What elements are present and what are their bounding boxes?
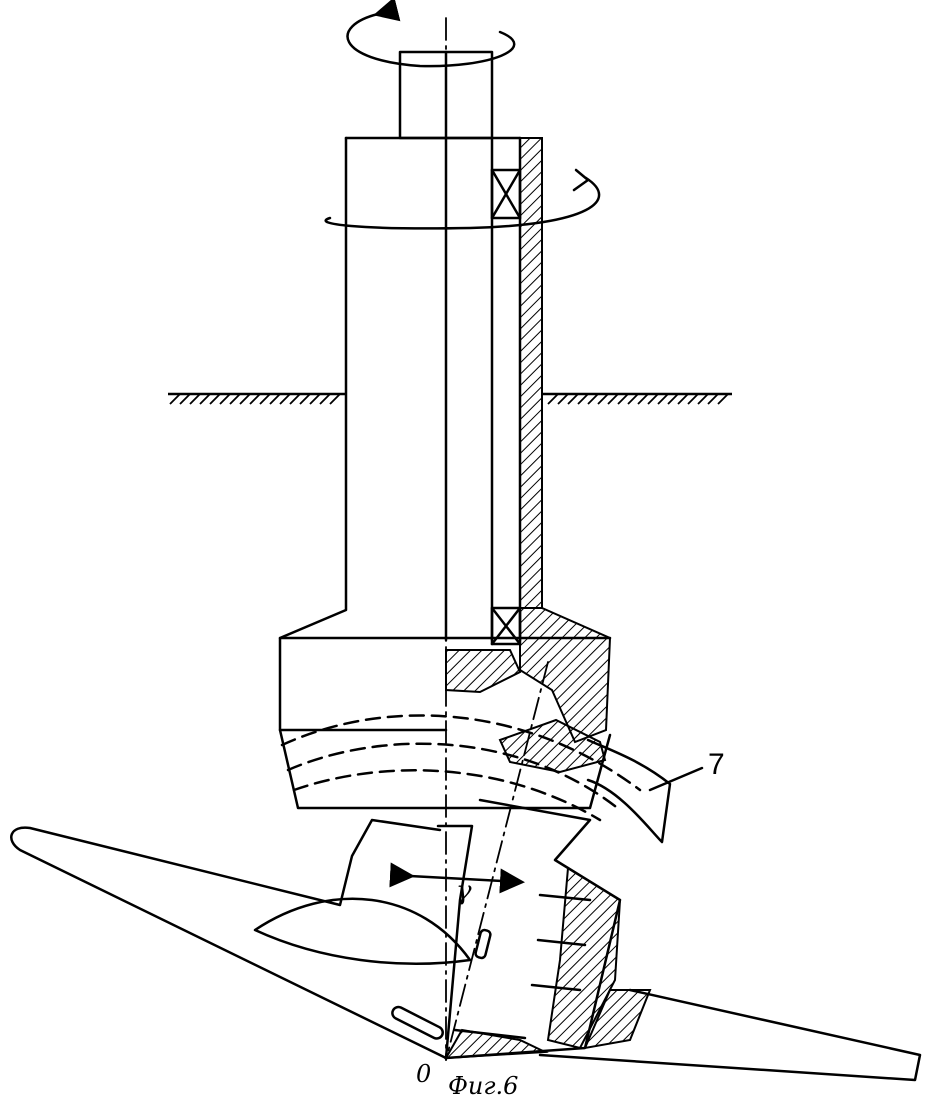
origin-label: 0 (416, 1060, 432, 1088)
head-wall-hatch (519, 607, 612, 744)
callout-7-label: 7 (708, 748, 725, 781)
tip-hatch (444, 1028, 549, 1060)
gear-hatch-left (445, 649, 522, 694)
angle-arrow (389, 862, 525, 894)
angle-gamma-label: γ (456, 876, 472, 906)
ground-right-hatch (547, 393, 729, 405)
dashed-arc-3 (292, 769, 602, 822)
blade-hatch (546, 866, 622, 1050)
upper-bearing-x2 (490, 168, 522, 220)
rotation-arrow-middle (324, 176, 601, 230)
gear-hatch-right (498, 718, 607, 774)
small-pin (474, 928, 492, 960)
rotation-arrow-middle-head (572, 168, 590, 192)
rotation-arrow-top (346, 0, 516, 68)
dashed-arc-2 (286, 742, 622, 812)
lens-opening (253, 897, 472, 965)
leader-7 (648, 766, 704, 792)
ground-left-hatch (169, 393, 341, 405)
wing-slot (391, 1005, 444, 1040)
wing-right-hatch (583, 989, 652, 1050)
right-wing (538, 988, 922, 1082)
tube-wall-hatch (519, 137, 543, 609)
figure-caption: Фиг.6 (448, 1072, 519, 1100)
tilted-axis (445, 661, 549, 1061)
tube-7 (586, 738, 672, 844)
left-wing (10, 818, 448, 1060)
